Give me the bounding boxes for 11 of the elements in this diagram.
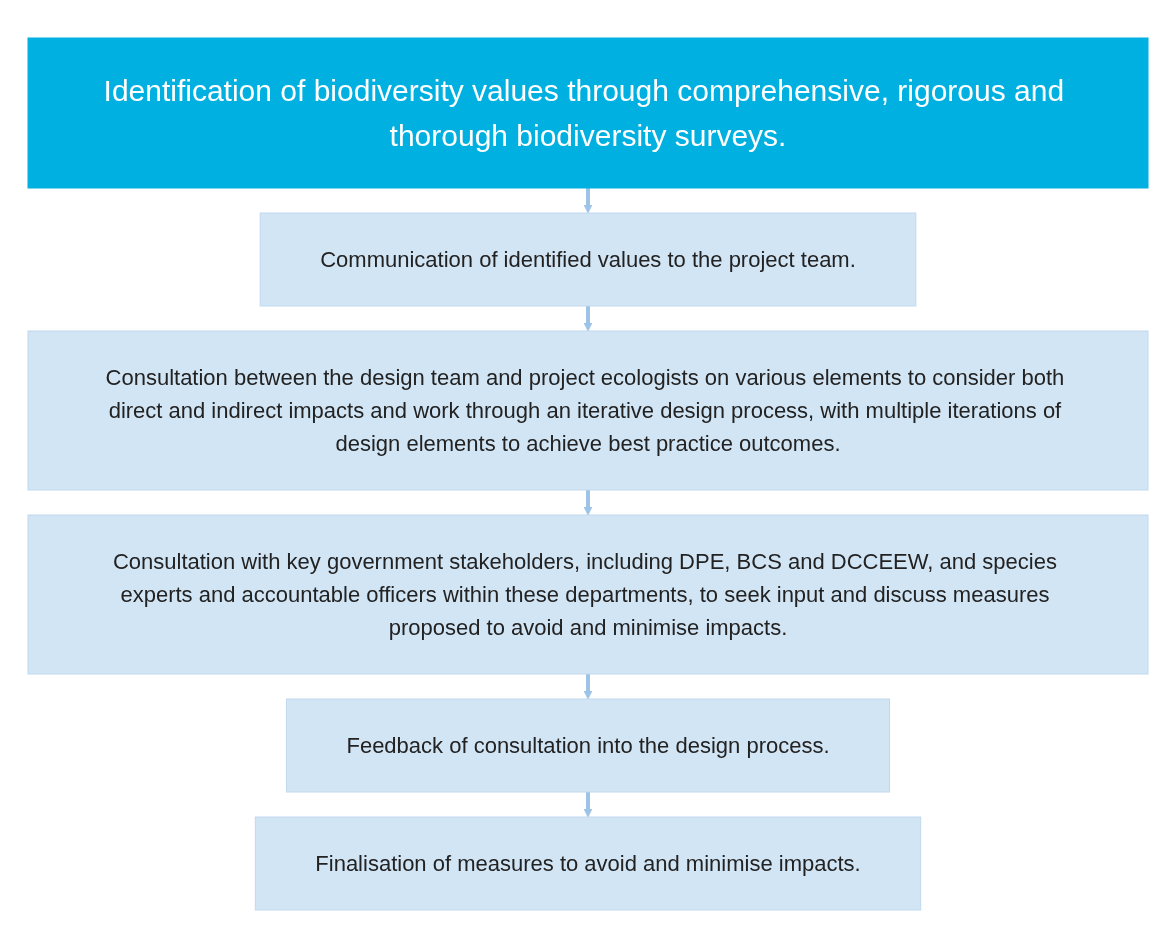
arrow: [583, 489, 593, 515]
node-box: Feedback of consultation into the design process.: [285, 698, 891, 792]
arrow: [583, 187, 593, 213]
arrow: [583, 791, 593, 817]
node-box: Identification of biodiversity values through comprehensive, rigorous and thorough biodiversity surveys.: [27, 37, 1149, 188]
node-box: Consultation with key government stakeholders, including DPE, BCS and DCCEEW, and species experts and accountable officers within these departments, to seek input and discuss measures proposed to avoid and minimise impacts.: [27, 514, 1149, 674]
node-box: Finalisation of measures to avoid and minimise impacts.: [254, 816, 922, 910]
arrow: [583, 305, 593, 331]
node-box: Consultation between the design team and project ecologists on various elements to consider both direct and indirect impacts and work through an iterative design process, with multiple iterations of design elements to achieve best practice outcomes.: [27, 330, 1149, 490]
arrow: [583, 673, 593, 699]
node-box: Communication of identified values to the project team.: [259, 212, 917, 306]
